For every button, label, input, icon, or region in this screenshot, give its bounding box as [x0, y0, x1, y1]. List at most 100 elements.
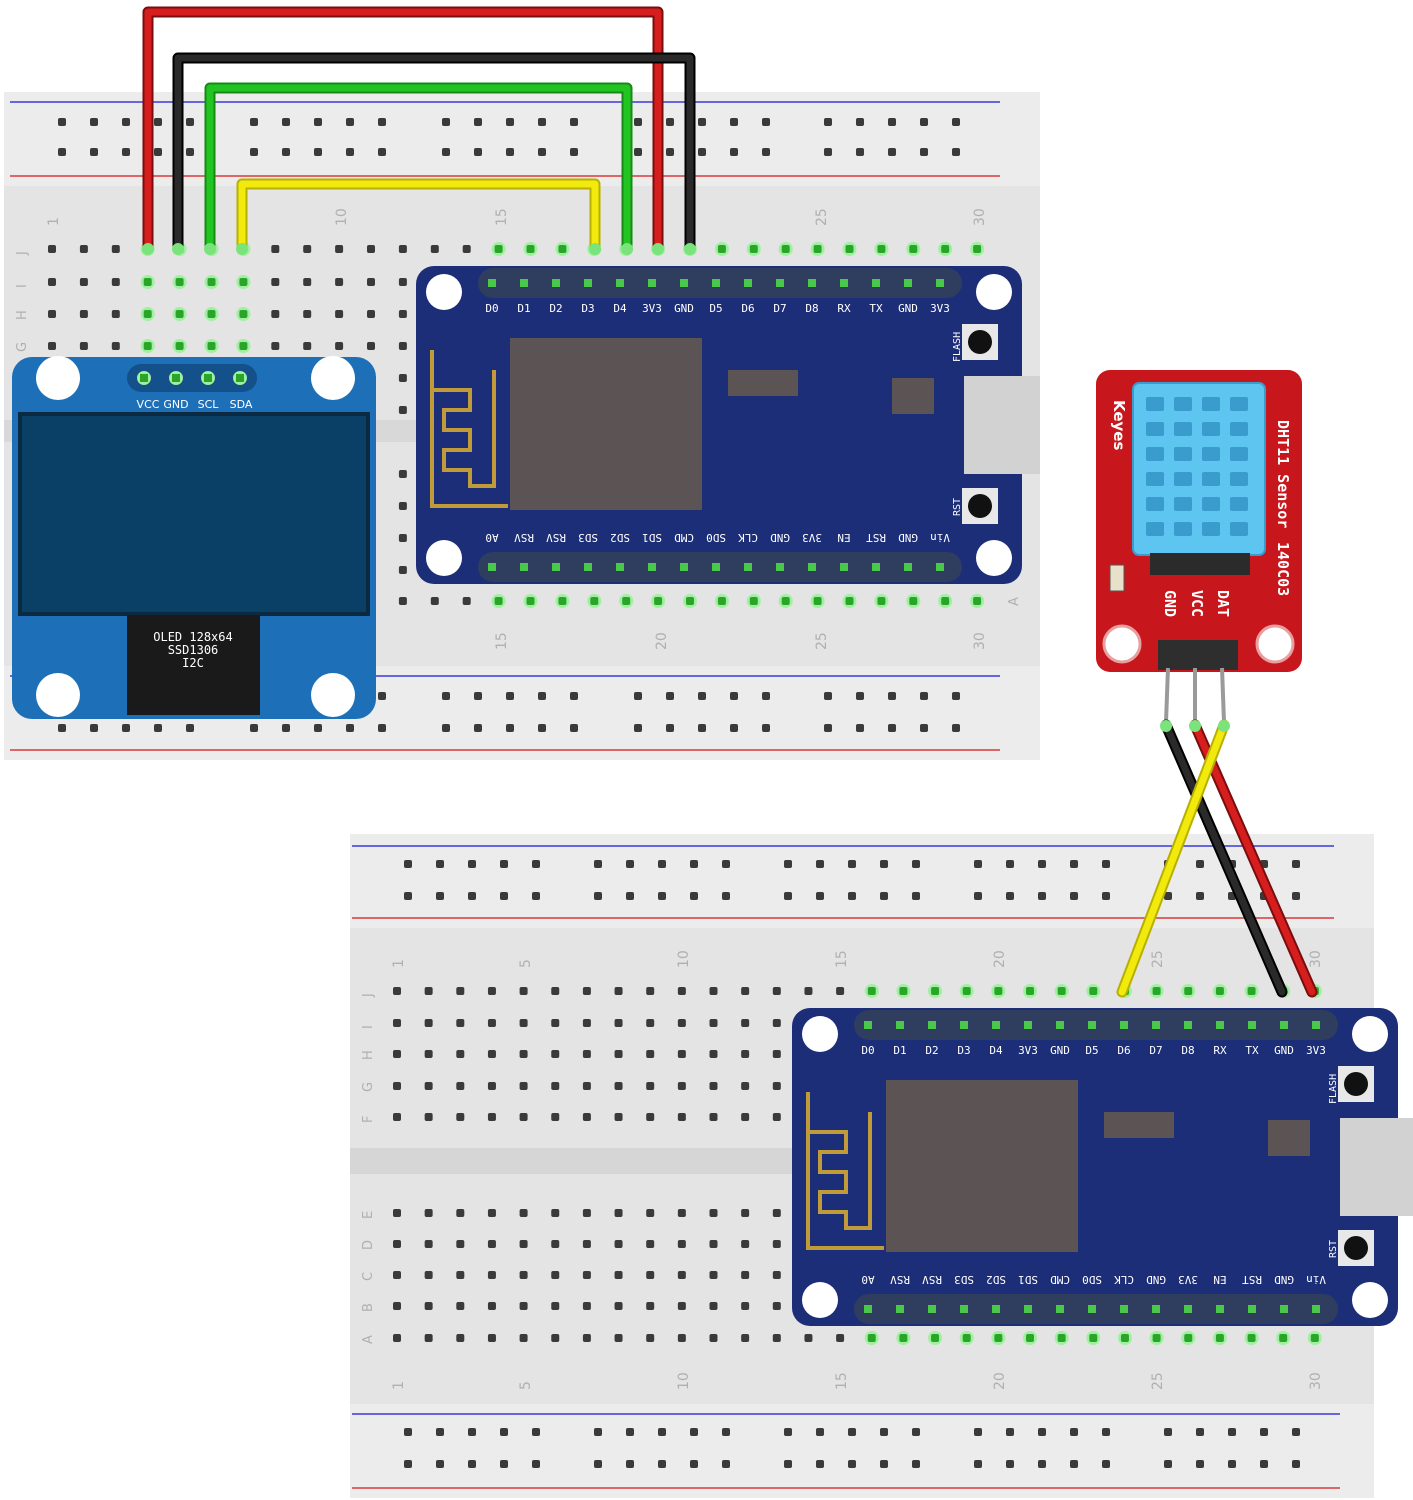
breadboard-hole: [658, 1428, 666, 1436]
wire-end-dot: [236, 243, 248, 255]
breadboard-hole: [717, 597, 726, 605]
wire-end-dot: [652, 243, 664, 255]
dht-grille-slot: [1174, 472, 1192, 486]
breadboard-hole: [646, 1209, 655, 1217]
breadboard-hole: [430, 597, 439, 605]
breadboard-hole: [582, 1271, 591, 1279]
breadboard-hole: [880, 860, 888, 868]
breadboard-hole: [474, 118, 482, 126]
breadboard-hole: [709, 987, 718, 995]
nodemcu-pin-label-top: TX: [869, 302, 883, 315]
breadboard-hole: [487, 1302, 496, 1310]
breadboard-hole: [424, 1082, 433, 1090]
nodemcu-pin: [520, 279, 528, 287]
breadboard-hole: [709, 1113, 718, 1121]
breadboard-hole: [570, 724, 578, 732]
dht-grille-slot: [1230, 397, 1248, 411]
breadboard-hole: [920, 118, 928, 126]
breadboard-hole: [741, 1302, 750, 1310]
breadboard-hole: [207, 278, 216, 286]
breadboard-hole: [784, 860, 792, 868]
breadboard-hole: [646, 1082, 655, 1090]
breadboard-hole: [931, 987, 940, 995]
breadboard-hole: [741, 1082, 750, 1090]
breadboard-hole: [456, 987, 465, 995]
pcb-antenna-trace: [806, 1092, 884, 1250]
breadboard-hole: [1070, 1460, 1078, 1468]
nodemcu-pin-label-top: GND: [898, 302, 918, 315]
breadboard-hole: [717, 245, 726, 253]
breadboard-hole: [1102, 1428, 1110, 1436]
breadboard-hole: [494, 597, 503, 605]
nodemcu-pin-label-bottom: SD3: [954, 1273, 974, 1286]
breadboard-row-letter: H: [15, 310, 30, 320]
breadboard-hole: [848, 860, 856, 868]
breadboard-hole: [186, 148, 194, 156]
breadboard-hole: [888, 148, 896, 156]
nodemcu-pin: [896, 1305, 904, 1313]
nodemcu-pin: [992, 1021, 1000, 1029]
breadboard-hole: [487, 1334, 496, 1342]
breadboard-hole: [626, 1428, 634, 1436]
nodemcu-pin: [744, 279, 752, 287]
breadboard-row-letter: H: [361, 1050, 376, 1060]
breadboard-hole: [582, 1050, 591, 1058]
breadboard-row-letter: J: [15, 251, 30, 256]
breadboard-hole: [1184, 1334, 1193, 1342]
nodemcu-pin: [1248, 1305, 1256, 1313]
breadboard-hole: [393, 1113, 401, 1121]
nodemcu-mount-hole: [1352, 1282, 1388, 1318]
breadboard-hole: [538, 148, 546, 156]
breadboard-hole: [1279, 1334, 1288, 1342]
breadboard-hole: [393, 1271, 401, 1279]
nodemcu-pin: [584, 279, 592, 287]
nodemcu-pin: [960, 1305, 968, 1313]
breadboard-hole: [474, 724, 482, 732]
nodemcu-board-top: D0A0D1RSVD2RSVD3SD3D4SD23V3SD1GNDCMDD5SD…: [416, 266, 1040, 584]
breadboard-hole: [1247, 1334, 1256, 1342]
nodemcu-pin-label-bottom: CLK: [1114, 1273, 1134, 1286]
breadboard-hole: [282, 724, 290, 732]
breadboard-hole: [1292, 1460, 1300, 1468]
breadboard-hole: [442, 118, 450, 126]
breadboard-hole: [974, 1428, 982, 1436]
dht-sensor-base: [1150, 553, 1250, 575]
breadboard-hole: [677, 1050, 686, 1058]
nodemcu-pin-label-top: D3: [957, 1044, 970, 1057]
breadboard-hole: [398, 470, 407, 478]
nodemcu-pin-label-bottom: RSV: [922, 1273, 942, 1286]
nodemcu-pin: [936, 563, 944, 571]
breadboard-hole: [532, 860, 540, 868]
dht-pin-header: [1158, 640, 1238, 670]
breadboard-hole: [58, 724, 66, 732]
breadboard-hole: [646, 1334, 655, 1342]
breadboard-hole: [824, 724, 832, 732]
breadboard-hole: [519, 1334, 528, 1342]
breadboard-hole: [506, 692, 514, 700]
oled-chip-label-line1: OLED 128x64: [153, 630, 232, 644]
nodemcu-pin: [1216, 1305, 1224, 1313]
nodemcu-pin-label-top: D6: [741, 302, 754, 315]
breadboard-hole: [398, 406, 407, 414]
dht-pin-leg: [1164, 667, 1170, 723]
breadboard-hole: [614, 1334, 623, 1342]
nodemcu-chip: [1104, 1112, 1174, 1138]
breadboard-hole: [393, 1050, 401, 1058]
breadboard-hole: [250, 148, 258, 156]
breadboard-hole: [393, 1019, 401, 1027]
breadboard-hole: [239, 278, 248, 286]
nodemcu-chip: [728, 370, 798, 396]
nodemcu-mount-hole: [802, 1282, 838, 1318]
breadboard-hole: [973, 245, 982, 253]
breadboard-hole: [856, 118, 864, 126]
breadboard-hole: [666, 692, 674, 700]
esp8266-shield: [510, 338, 702, 510]
breadboard-hole: [614, 1050, 623, 1058]
breadboard-hole: [614, 1302, 623, 1310]
nodemcu-pin-label-bottom: CMD: [1050, 1273, 1070, 1286]
nodemcu-pin-label-top: D1: [517, 302, 530, 315]
nodemcu-pin: [1248, 1021, 1256, 1029]
nodemcu-mount-hole: [1352, 1016, 1388, 1052]
breadboard-hole: [646, 987, 655, 995]
breadboard-hole: [424, 1271, 433, 1279]
